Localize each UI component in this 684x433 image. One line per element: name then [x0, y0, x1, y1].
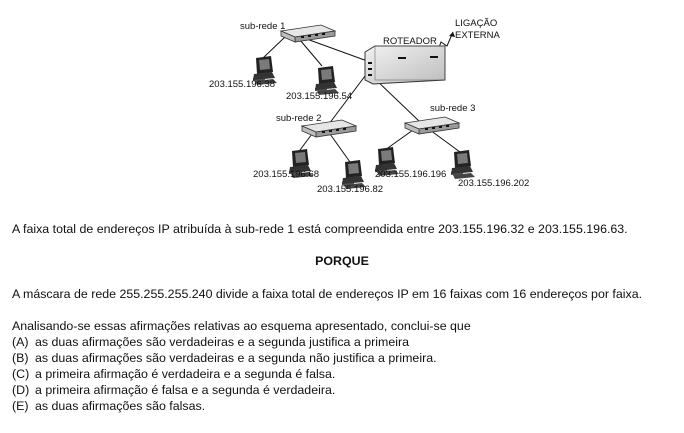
option-text: as duas afirmações são verdadeiras e a s…	[35, 351, 437, 365]
option-letter: (E)	[12, 399, 29, 413]
network-links	[262, 31, 461, 163]
option-d[interactable]: (D) a primeira afirmação é falsa e a segu…	[12, 382, 437, 398]
option-c[interactable]: (C) a primeira afirmação é verdadeira e a…	[12, 366, 437, 382]
subnet-3-label: sub-rede 3	[430, 103, 475, 114]
host-ip-label: 203.155.196.54	[286, 91, 352, 102]
assertion-2: A máscara de rede 255.255.255.240 divide…	[12, 287, 643, 301]
option-text: a primeira afirmação é verdadeira e a se…	[35, 367, 336, 381]
question-prompt: Analisando-se essas afirmações relativas…	[12, 319, 471, 333]
option-letter: (A)	[12, 335, 29, 349]
option-text: a primeira afirmação é falsa e a segunda…	[35, 383, 336, 397]
router-label: ROTEADOR	[383, 36, 437, 47]
host-203-155-196-202	[451, 150, 475, 179]
router	[364, 45, 446, 85]
option-letter: (D)	[12, 383, 30, 397]
external-link-label-line2: EXTERNA	[455, 30, 501, 41]
option-text: as duas afirmações são verdadeiras e a s…	[35, 335, 409, 349]
option-text: as duas afirmações são falsas.	[35, 399, 206, 413]
answer-options: (A) as duas afirmações são verdadeiras e …	[12, 334, 437, 414]
subnet-1-hub	[280, 24, 336, 43]
external-link-label-line1: LIGAÇÃO	[455, 18, 497, 29]
subnet-1-label: sub-rede 1	[240, 21, 285, 32]
option-letter: (B)	[12, 351, 29, 365]
option-e[interactable]: (E) as duas afirmações são falsas.	[12, 398, 437, 414]
subnet-2-label: sub-rede 2	[276, 113, 321, 124]
porque-connector: PORQUE	[315, 254, 369, 268]
host-ip-label: 203.155.196.38	[209, 79, 275, 90]
host-ip-label: 203.155.196.68	[253, 169, 319, 180]
network-diagram: sub-rede 1 sub-rede 2 sub-rede 3 ROTEADO…	[209, 18, 529, 195]
assertion-1: A faixa total de endereços IP atribuída …	[12, 222, 628, 236]
host-ip-label: 203.155.196.202	[458, 178, 529, 189]
option-a[interactable]: (A) as duas afirmações são verdadeiras e …	[12, 334, 437, 350]
host-ip-label: 203.155.196.196	[375, 169, 446, 180]
host-ip-label: 203.155.196.82	[317, 184, 383, 195]
option-letter: (C)	[12, 367, 30, 381]
option-b[interactable]: (B) as duas afirmações são verdadeiras e …	[12, 350, 437, 366]
subnet-3-hub	[404, 116, 460, 135]
